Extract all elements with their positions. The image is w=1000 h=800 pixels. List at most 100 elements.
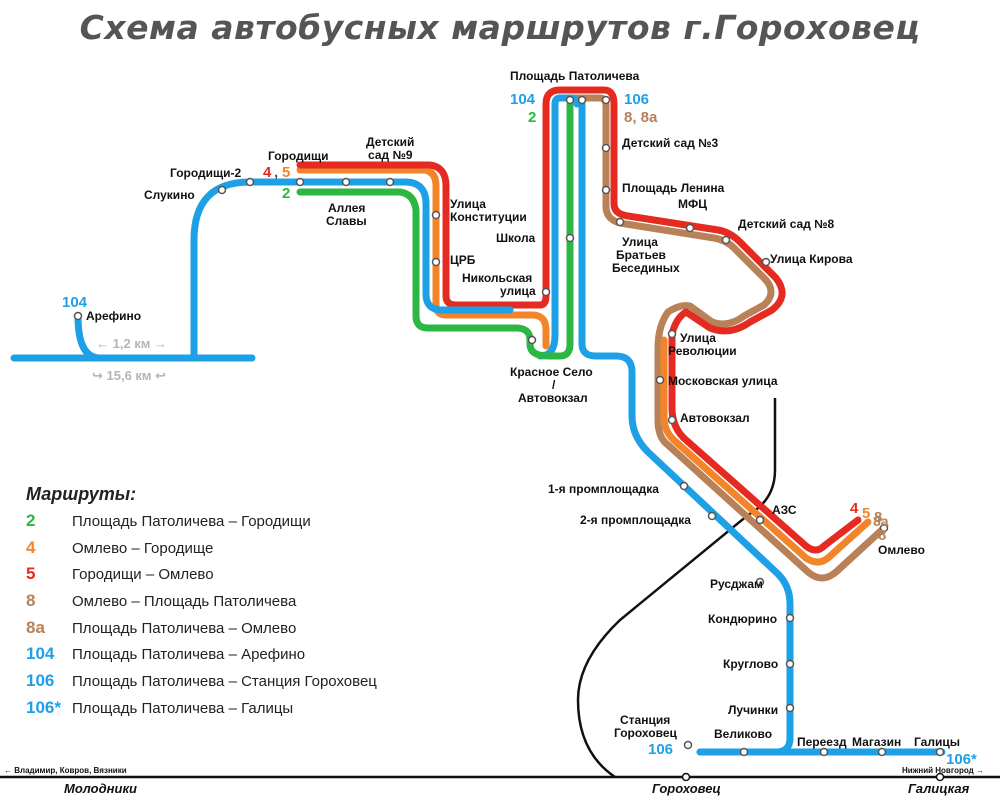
- stop-marker-patolicheva-2: [565, 95, 575, 105]
- label-alleya-1: Аллея: [328, 201, 365, 215]
- stop-marker-station: [683, 740, 693, 750]
- route-label-omlevo-4: 4: [850, 500, 859, 517]
- label-sad-9-1: Детский: [366, 135, 414, 149]
- railway: [0, 398, 1000, 779]
- label-kruglovo: Круглово: [723, 657, 778, 671]
- railway-right-direction: Нижний Новгород →: [902, 766, 984, 775]
- stop-marker-galitsy: [935, 747, 945, 757]
- route-2-line: [296, 100, 574, 360]
- label-prom-2: 2-я промплощадка: [580, 513, 691, 527]
- legend-route-code: 8: [26, 591, 36, 611]
- route-label-omlevo-5: 5: [862, 505, 870, 522]
- route-label-top-104: 104: [510, 91, 536, 108]
- railway-station-galitskaya: Галицкая: [908, 781, 970, 796]
- stop-marker-avtovokzal: [667, 415, 677, 425]
- railway-station-galitskaya-dot: [935, 772, 945, 782]
- label-bratev-3: Бесединых: [612, 261, 680, 275]
- label-krasnoe-selo-1: Красное Село: [510, 365, 593, 379]
- label-avtovokzal: Автовокзал: [680, 411, 750, 425]
- stop-marker-prom-2: [707, 511, 717, 521]
- label-magazin: Магазин: [852, 735, 901, 749]
- legend-route-text: Площадь Патоличева – Галицы: [72, 699, 294, 717]
- label-station-1: Станция: [620, 713, 670, 727]
- stop-marker-kruglovo: [785, 659, 795, 669]
- label-gorodishchi: Городищи: [268, 149, 329, 163]
- label-nikolskaya-1: Никольская: [462, 271, 532, 285]
- label-konstitutsii-1: Улица: [450, 197, 486, 211]
- stop-marker-krasnoe-selo: [527, 335, 537, 345]
- stop-marker-pereezd: [819, 747, 829, 757]
- stop-marker-revolutsii: [667, 329, 677, 339]
- label-nikolskaya-2: улица: [500, 284, 536, 298]
- stop-marker-nikolskaya: [541, 287, 551, 297]
- label-krasnoe-selo-3: Автовокзал: [518, 391, 588, 405]
- label-moskovskaya: Московская улица: [668, 374, 778, 388]
- stop-marker-slukino: [217, 185, 227, 195]
- railway-branch-line: [576, 398, 777, 779]
- route-label-station-106: 106: [648, 741, 673, 758]
- label-alleya-2: Славы: [326, 214, 367, 228]
- label-revolutsii-2: Революции: [668, 344, 737, 358]
- label-revolutsii-1: Улица: [680, 331, 716, 345]
- legend-route-code: 5: [26, 564, 36, 584]
- legend-route-code: 106: [26, 671, 55, 691]
- distance-loop: ↪ 15,6 км ↩: [92, 368, 166, 383]
- route-5-line: [296, 86, 862, 554]
- distance-notes: ← 1,2 км → ↪ 15,6 км ↩: [92, 336, 167, 383]
- route-number-labels: 104 2 106 8, 8а 4 , 5 2 104 106 106* 4 5…: [62, 91, 977, 768]
- label-azs: АЗС: [772, 503, 797, 517]
- label-bratev-1: Улица: [622, 235, 658, 249]
- stop-marker-patolicheva-3: [601, 95, 611, 105]
- label-crb: ЦРБ: [450, 253, 476, 267]
- map-title: Схема автобусных маршрутов г.Гороховец: [79, 8, 921, 47]
- label-ploshchad-lenina: Площадь Ленина: [622, 181, 725, 195]
- label-detsky-sad-3: Детский сад №3: [622, 136, 719, 150]
- label-velikovo: Великово: [714, 727, 772, 741]
- label-bratev-2: Братьев: [616, 248, 666, 262]
- legend-route-code: 2: [26, 511, 36, 530]
- label-prom-1: 1-я промплощадка: [548, 482, 659, 496]
- stop-marker-moskovskaya: [655, 375, 665, 385]
- stop-marker-prom-1: [679, 481, 689, 491]
- label-gorodishchi-2: Городищи-2: [170, 166, 242, 180]
- route-8-line: [559, 94, 888, 582]
- route-104-106-north-line: [536, 94, 581, 360]
- legend-heading: Маршруты:: [26, 484, 137, 504]
- route-label-top-106: 106: [624, 91, 649, 108]
- stop-marker-sad-9: [385, 177, 395, 187]
- stop-marker-kirova: [761, 257, 771, 267]
- label-galitsy: Галицы: [914, 735, 960, 749]
- route-label-top-2: 2: [528, 109, 536, 126]
- stop-marker-mfc: [685, 223, 695, 233]
- railway-station-gorokhovets-dot: [681, 772, 691, 782]
- label-omlevo: Омлево: [878, 543, 925, 557]
- stop-labels: Площадь Патоличева Детский сад №3 Площад…: [86, 69, 960, 749]
- route-label-gor-comma: ,: [274, 164, 278, 181]
- route-104-106-line: [578, 96, 794, 756]
- stop-marker-alleya: [341, 177, 351, 187]
- stop-marker-konstitutsii: [431, 210, 441, 220]
- stop-marker-lenina: [601, 185, 611, 195]
- legend-row: 106 Площадь Патоличева – Станция Горохове…: [26, 671, 377, 698]
- route-label-gor-4: 4: [263, 164, 272, 181]
- label-rusdzham: Русджам: [710, 577, 763, 591]
- legend-route-code: 4: [26, 537, 36, 557]
- legend-row: 106*Площадь Патоличева – Галицы: [26, 698, 377, 725]
- label-ploshchad-patolicheva: Площадь Патоличева: [510, 69, 640, 83]
- stop-marker-omlevo: [879, 523, 889, 533]
- stop-marker-arefino: [73, 311, 83, 321]
- label-arefino: Арефино: [86, 309, 141, 323]
- label-luchinki: Лучинки: [728, 703, 778, 717]
- legend-route-text: Площадь Патоличева – Омлево: [72, 619, 297, 637]
- railway-station-gorokhovets: Гороховец: [652, 781, 721, 796]
- railway-labels: ← Владимир, Ковров, Вязники Нижний Новго…: [4, 766, 984, 796]
- stop-marker-magazin: [877, 747, 887, 757]
- route-label-gor-2: 2: [282, 185, 290, 202]
- stop-marker-gorodishchi-2: [245, 177, 255, 187]
- legend-route-text: Площадь Патоличева – Станция Гороховец: [72, 673, 377, 691]
